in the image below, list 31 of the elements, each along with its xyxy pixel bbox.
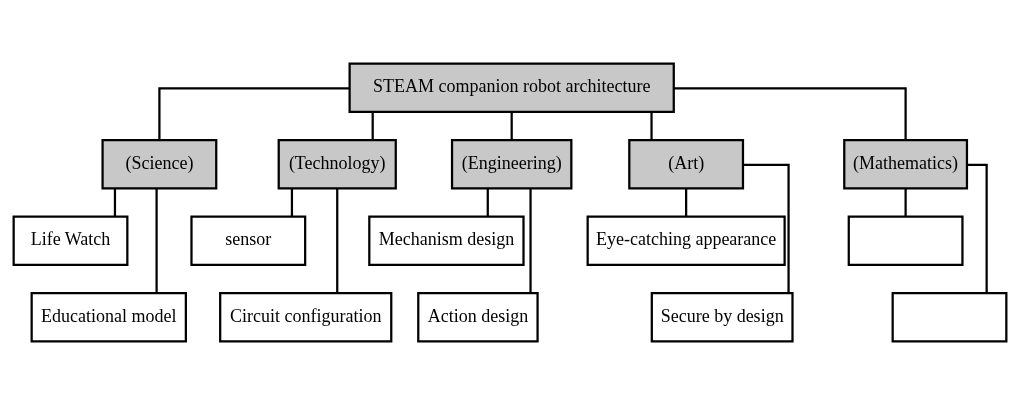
connector xyxy=(155,188,158,293)
connector xyxy=(158,87,350,140)
node-box: Action design xyxy=(417,291,539,343)
connector xyxy=(967,163,988,293)
connector xyxy=(685,188,688,217)
node-box: (Technology) xyxy=(277,138,397,190)
node-box: Life Watch xyxy=(12,215,129,267)
node-box: Eye-catching appearance xyxy=(586,215,786,267)
node-box: (Science) xyxy=(101,138,218,190)
connector xyxy=(743,163,790,293)
connector xyxy=(904,188,907,217)
node-box: STEAM companion robot architecture xyxy=(348,62,675,114)
connector xyxy=(650,111,653,140)
node-box: (Mathematics) xyxy=(843,138,969,190)
connector xyxy=(290,188,294,217)
node-box: (Art) xyxy=(628,138,745,190)
node-box xyxy=(847,215,964,267)
connector xyxy=(486,188,489,217)
node-box: Mechanism design xyxy=(368,215,525,267)
node-box: Secure by design xyxy=(650,291,794,343)
node-box: Circuit configuration xyxy=(219,291,393,343)
connector xyxy=(113,188,117,217)
connector xyxy=(371,111,374,140)
node-box: sensor xyxy=(190,215,307,267)
node-box: (Engineering) xyxy=(450,138,573,190)
connector xyxy=(673,87,907,140)
connector xyxy=(510,111,513,140)
connector xyxy=(336,188,339,293)
node-box xyxy=(891,291,1008,343)
node-box: Educational model xyxy=(30,291,187,343)
connector xyxy=(529,188,532,293)
